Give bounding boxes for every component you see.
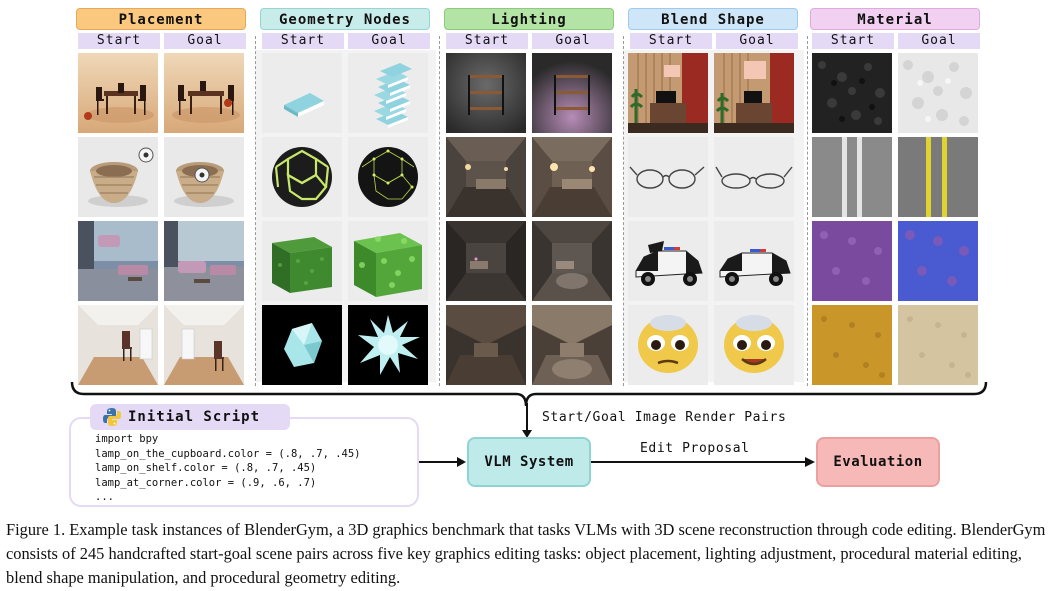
blend-start-police-car [628,221,708,301]
placement-start-dining [78,53,158,133]
material-goal-beige-sand [898,305,978,385]
lighting-goal-shelf [532,53,612,133]
blend-goal-room [714,53,794,133]
start-label: Start [78,33,160,49]
task-title-geometry-nodes: Geometry Nodes [260,8,430,30]
goal-label: Goal [532,33,614,49]
blend-goal-face [714,305,794,385]
material-start-road-white [812,137,892,217]
placement-goal-livingroom [164,221,244,301]
placement-start-basket [78,137,158,217]
material-start-purple [812,221,892,301]
code-line: lamp_on_the_cupboard.color = (.8, .7, .4… [95,447,361,460]
geometry-goal-book-stack [348,53,428,133]
material-start-dark-rock [812,53,892,133]
geometry-start-grass-cube [262,221,342,301]
blend-goal-police-car [714,221,794,301]
arrow-render-pairs [522,403,532,438]
geometry-start-crystal [262,305,342,385]
lighting-start-attic [446,305,526,385]
task-column-material: Material Start Goal [810,8,982,385]
goal-label: Goal [164,33,246,49]
start-label: Start [812,33,894,49]
placement-goal-room [164,305,244,385]
column-separator [623,36,624,386]
blend-start-face [628,305,708,385]
task-title-material: Material [810,8,980,30]
lighting-goal-attic [532,305,612,385]
code-line: lamp_on_shelf.color = (.8, .7, .45) [95,462,317,474]
placement-start-livingroom [78,221,158,301]
material-goal-blue [898,221,978,301]
goal-label: Goal [716,33,798,49]
placement-goal-dining [164,53,244,133]
column-separator [807,36,808,386]
placement-goal-basket [164,137,244,217]
arrow-script-to-vlm [419,457,466,467]
task-title-lighting: Lighting [444,8,614,30]
evaluation-box: Evaluation [816,437,940,487]
goal-label: Goal [348,33,430,49]
task-column-geometry-nodes: Geometry Nodes Start Goal [260,8,432,385]
task-title-blend-shape: Blend Shape [628,8,798,30]
start-label: Start [262,33,344,49]
lighting-goal-bedroom [532,137,612,217]
blend-start-room [628,53,708,133]
material-goal-road-yellow [898,137,978,217]
start-label: Start [446,33,528,49]
geometry-goal-spiky [348,305,428,385]
material-start-gold-sand [812,305,892,385]
geometry-goal-grass-cube [348,221,428,301]
lighting-goal-office [532,221,612,301]
placement-start-room [78,305,158,385]
edit-proposal-label: Edit Proposal [640,441,750,456]
code-line: import bpy [95,433,159,445]
lighting-start-bedroom [446,137,526,217]
render-pairs-label: Start/Goal Image Render Pairs [542,410,787,425]
code-line: lamp_at_corner.color = (.9, .6, .7) [95,476,317,489]
task-column-placement: Placement Start Goal [76,8,248,385]
python-logo-icon [103,408,121,426]
column-separator [255,36,256,386]
geometry-start-sphere [262,137,342,217]
figure-caption: Figure 1. Example task instances of Blen… [6,520,1046,587]
initial-script-panel [69,417,419,507]
task-column-blend-shape: Blend Shape Start Goal [628,8,800,385]
arrow-edit-proposal [591,457,815,467]
material-goal-white-rock [898,53,978,133]
blend-goal-glasses [714,137,794,217]
geometry-start-book [262,53,342,133]
script-code: import bpy lamp_on_the_cupboard.color = (… [95,432,361,505]
task-title-placement: Placement [76,8,246,30]
geometry-goal-sphere [348,137,428,217]
start-label: Start [630,33,712,49]
lighting-start-shelf [446,53,526,133]
task-column-lighting: Lighting Start Goal [444,8,616,385]
initial-script-title: Initial Script [90,404,290,430]
column-separator [439,36,440,386]
goal-label: Goal [898,33,980,49]
blend-start-glasses [628,137,708,217]
lighting-start-office [446,221,526,301]
vlm-system-box: VLM System [467,437,591,487]
code-line: ... [95,491,114,503]
